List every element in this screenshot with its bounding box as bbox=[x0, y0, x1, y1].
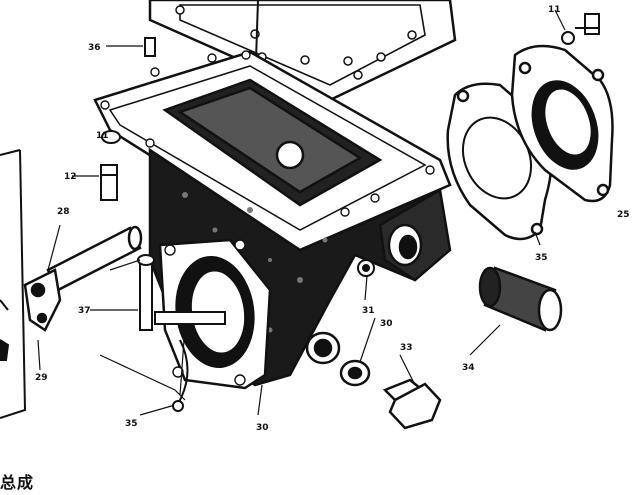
callout-12: 12 bbox=[64, 172, 77, 182]
callout-31: 31 bbox=[362, 306, 375, 316]
sleeve-tube bbox=[478, 266, 563, 332]
callout-28: 28 bbox=[57, 207, 70, 217]
leader-lines bbox=[37, 224, 541, 416]
callout-36: 36 bbox=[88, 43, 101, 53]
callout-11-top: 11 bbox=[548, 5, 561, 15]
front-gasket bbox=[172, 339, 189, 412]
bolt-left bbox=[72, 164, 118, 201]
callout-35-bottom: 35 bbox=[125, 419, 138, 429]
callout-30b: 30 bbox=[380, 319, 393, 329]
left-bracket-frame bbox=[0, 149, 27, 419]
callout-29: 29 bbox=[35, 373, 48, 383]
figure-caption: 总成 bbox=[0, 473, 35, 492]
callout-11-left: 11 bbox=[96, 131, 109, 141]
washer-right bbox=[339, 359, 371, 387]
callout-25: 25 bbox=[617, 210, 630, 220]
bolt-top-right bbox=[554, 9, 600, 45]
pivot-pin bbox=[90, 254, 155, 331]
callout-33: 33 bbox=[400, 343, 413, 353]
dowel-pin bbox=[106, 37, 156, 57]
callout-37: 37 bbox=[78, 306, 91, 316]
callout-34: 34 bbox=[462, 363, 475, 373]
small-bolt bbox=[357, 259, 375, 277]
drain-plug-bolt bbox=[382, 378, 442, 430]
callout-30: 30 bbox=[256, 423, 269, 433]
lever-shaft bbox=[23, 225, 143, 332]
washer-left bbox=[101, 130, 121, 144]
callout-35-right: 35 bbox=[535, 253, 548, 263]
main-housing bbox=[93, 50, 452, 390]
right-flange-cover bbox=[510, 44, 614, 203]
